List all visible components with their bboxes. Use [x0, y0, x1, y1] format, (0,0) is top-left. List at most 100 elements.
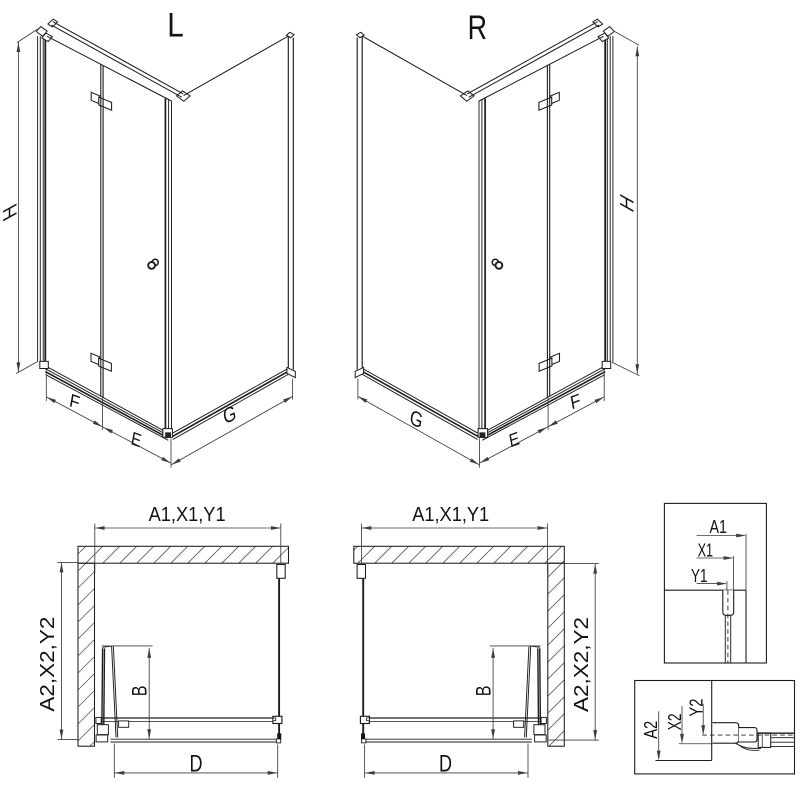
plan-view-left	[57, 523, 290, 778]
wall-hatch-line	[136, 546, 154, 564]
drawing-line	[611, 361, 640, 377]
side-dim-label-right: G	[408, 406, 425, 434]
drawing-line	[45, 374, 169, 441]
detail-depth-dim-y-label: Y2	[685, 699, 706, 717]
wall-hatch-line	[547, 679, 565, 697]
drawing-face	[601, 360, 612, 369]
wall-hatch-line	[547, 594, 565, 612]
drawing-line	[482, 370, 606, 439]
wall-hatch-line	[102, 546, 120, 564]
drawing-line	[112, 646, 119, 738]
drawing-line	[52, 21, 184, 95]
drawing-face	[35, 25, 48, 37]
wall-hatch-line	[476, 546, 494, 564]
dimension-arrowhead	[364, 771, 375, 775]
dimension-arrowhead	[171, 458, 181, 465]
drawing-line	[482, 367, 606, 436]
drawing-part	[275, 738, 282, 744]
wall-hatch-line	[187, 546, 205, 564]
plan-entry-dim-label-left: D	[190, 750, 203, 777]
wall-hatch-line	[77, 605, 95, 623]
drawing-face	[98, 96, 113, 111]
dimension-arrowhead	[92, 420, 103, 427]
wall-hatch-line	[170, 546, 188, 564]
detail-depth-dim-x-label: X2	[664, 713, 685, 730]
door-dim-label-right: E	[507, 427, 521, 451]
wall-hatch-line	[547, 562, 563, 578]
drawing-line	[46, 35, 172, 102]
drawing-line	[101, 648, 104, 735]
drawing-profile	[738, 744, 760, 751]
drawing-face	[602, 25, 615, 37]
detail-width-dim-y-label: Y1	[691, 565, 708, 586]
dimension-arrowhead	[593, 730, 598, 740]
wall-hatch-line	[77, 707, 95, 725]
drawing-line	[171, 367, 289, 434]
drawing-part	[353, 545, 565, 564]
drawing-line	[15, 361, 38, 374]
drawing-line	[103, 648, 106, 735]
dimension-arrowhead	[717, 581, 727, 586]
drawing-part	[361, 738, 367, 744]
wall-hatch-line	[77, 673, 95, 691]
plan-depth-dim-label-left: A2,X2,Y2	[37, 617, 59, 712]
wall-hatch-line	[493, 546, 511, 564]
dimension-arrowhead	[680, 733, 684, 744]
perspective-view-right	[354, 18, 640, 468]
wall-hatch-line	[89, 741, 95, 747]
drawing-line	[44, 364, 168, 433]
wall-hatch-line	[391, 546, 409, 564]
dimension-arrowhead	[656, 750, 661, 761]
wall-hatch-line	[547, 611, 565, 629]
height-dim-label-right: H	[617, 191, 638, 216]
drawing-part	[663, 502, 767, 664]
drawing-part	[534, 734, 547, 743]
door-dim-label-left: E	[129, 427, 143, 451]
side-dim-label-left: G	[221, 401, 238, 429]
wall-hatch-line	[77, 622, 95, 640]
wall-hatch-line	[77, 571, 95, 589]
dimension-arrowhead	[59, 729, 64, 740]
wall-hatch-line	[374, 546, 392, 564]
drawing-part	[277, 733, 282, 740]
wall-hatch-line	[204, 546, 222, 564]
drawing-part	[96, 724, 109, 736]
drawing-face	[165, 432, 172, 438]
drawing-line	[44, 367, 168, 436]
drawing-line	[479, 426, 549, 464]
wall-hatch-line	[153, 546, 171, 564]
drawing-profile	[735, 742, 761, 749]
wall-hatch-line	[459, 546, 477, 564]
drawing-part	[77, 545, 290, 564]
drawing-face	[286, 366, 296, 379]
drawing-line	[525, 646, 532, 738]
knob-ring	[494, 261, 504, 270]
wall-hatch-line	[357, 546, 375, 564]
wall-hatch-line	[77, 546, 86, 555]
drawing-part	[533, 724, 546, 736]
dimension-arrowhead	[357, 396, 368, 403]
dimension-arrowhead	[723, 556, 734, 560]
drawing-part	[634, 679, 796, 775]
dimension-arrowhead	[161, 456, 171, 464]
drawing-profile	[712, 722, 740, 744]
drawing-part	[366, 717, 370, 722]
drawing-face	[98, 357, 112, 372]
wall-hatch-line	[85, 546, 103, 564]
dimension-arrowhead	[469, 458, 480, 465]
drawing-part	[540, 716, 547, 724]
plan-width-dim-label-left: A1,X1,Y1	[149, 504, 226, 526]
drawing-part	[95, 734, 109, 743]
perspective-view-left	[15, 18, 296, 468]
wall-hatch-line	[548, 730, 565, 747]
drawing-line	[537, 648, 540, 735]
wall-hatch-line	[119, 546, 137, 564]
plan-view-right	[353, 523, 599, 778]
wall-hatch-line	[77, 690, 95, 708]
drawing-face	[175, 90, 191, 102]
drawing-face	[355, 31, 366, 39]
drawing-line	[111, 646, 117, 738]
drawing-part	[118, 720, 130, 728]
drawing-face	[459, 90, 475, 102]
drawing-line	[539, 648, 542, 735]
